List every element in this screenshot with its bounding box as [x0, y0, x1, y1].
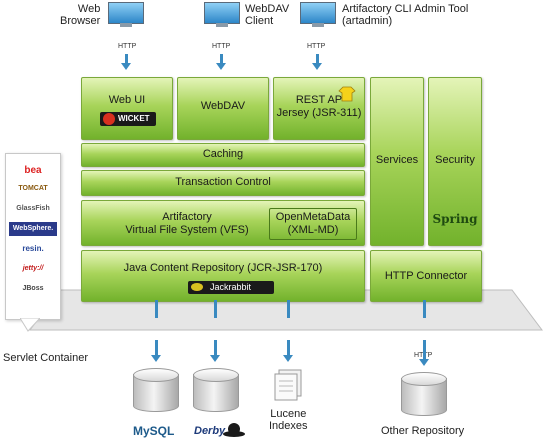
other-repo-database-icon [401, 372, 447, 422]
derby-database-icon [193, 368, 239, 418]
webdav-label: WebDAV [200, 100, 246, 112]
http-label-1: HTTP [118, 43, 137, 50]
http-label-2: HTTP [212, 43, 231, 50]
http-connector-box: HTTP Connector [370, 250, 482, 302]
server-bea: bea [24, 165, 42, 176]
rest-box: REST AP Jersey (JSR-311) [273, 77, 365, 140]
wicket-label: WICKET [118, 114, 150, 123]
wicket-icon [103, 113, 115, 125]
spring-logo: Spring [432, 212, 478, 226]
server-glassfish: GlassFish [16, 205, 50, 212]
arrow-webdav [220, 54, 223, 64]
services-box: Services [370, 77, 424, 246]
web-ui-box: Web UI WICKET [81, 77, 173, 140]
server-tomcat: TOMCAT [18, 185, 48, 192]
other-repo-label: Other Repository [381, 425, 465, 437]
jcr-box: Java Content Repository (JCR-JSR-170) Ja… [81, 250, 365, 302]
openmetadata-label: OpenMetaData (XML-MD) [275, 211, 351, 236]
vfs-label: Artifactory Virtual File System (VFS) [125, 211, 249, 236]
cli-monitor-icon [300, 2, 336, 27]
cli-label: Artifactory CLI Admin Tool (artadmin) [342, 3, 469, 27]
webdav-client-label: WebDAV Client [245, 3, 290, 27]
arrow-browser [125, 54, 128, 64]
derby-logo: Derby [194, 425, 226, 437]
tshirt-icon [338, 86, 356, 102]
openmetadata-box: OpenMetaData (XML-MD) [269, 208, 357, 240]
mysql-logo: MySQL [133, 424, 175, 438]
security-box: Security Spring [428, 77, 482, 246]
servlet-server-list: bea TOMCAT GlassFish WebSphere. resin. j… [5, 153, 61, 320]
transaction-box: Transaction Control [81, 170, 365, 196]
wicket-logo: WICKET [100, 112, 156, 126]
arrow-other-repo [423, 340, 426, 360]
security-label: Security [435, 154, 475, 166]
servlet-container-label: Servlet Container [3, 352, 88, 364]
mysql-database-icon [133, 368, 179, 418]
rabbit-icon [191, 283, 203, 291]
derby-hat-icon [223, 423, 245, 437]
caching-label: Caching [202, 148, 244, 160]
lucene-documents-icon [274, 369, 302, 401]
caching-box: Caching [81, 143, 365, 167]
http-label-3: HTTP [307, 43, 326, 50]
arrow-mysql [155, 340, 158, 356]
webdav-client-monitor-icon [204, 2, 240, 27]
sidebar-pointer [20, 318, 40, 332]
http-connector-label: HTTP Connector [384, 270, 468, 282]
vfs-box: Artifactory Virtual File System (VFS) Op… [81, 200, 365, 246]
transaction-label: Transaction Control [175, 176, 271, 188]
web-ui-label: Web UI [108, 94, 146, 106]
server-websphere: WebSphere. [9, 222, 57, 236]
jackrabbit-label: Jackrabbit [210, 282, 252, 292]
rest-label: REST AP Jersey (JSR-311) [276, 94, 362, 119]
web-browser-label: Web Browser [60, 3, 101, 27]
services-label: Services [375, 154, 419, 166]
server-jetty: jetty:// [22, 265, 44, 272]
arrow-cli [316, 54, 319, 64]
jcr-label: Java Content Repository (JCR-JSR-170) [123, 262, 323, 274]
arrow-derby [214, 340, 217, 356]
webdav-box: WebDAV [177, 77, 269, 140]
arrow-lucene [287, 340, 290, 356]
web-browser-monitor-icon [108, 2, 144, 27]
jackrabbit-logo: Jackrabbit [188, 281, 274, 294]
lucene-label: Lucene Indexes [269, 408, 308, 432]
server-jboss: JBoss [22, 285, 44, 292]
server-resin: resin. [22, 244, 44, 253]
